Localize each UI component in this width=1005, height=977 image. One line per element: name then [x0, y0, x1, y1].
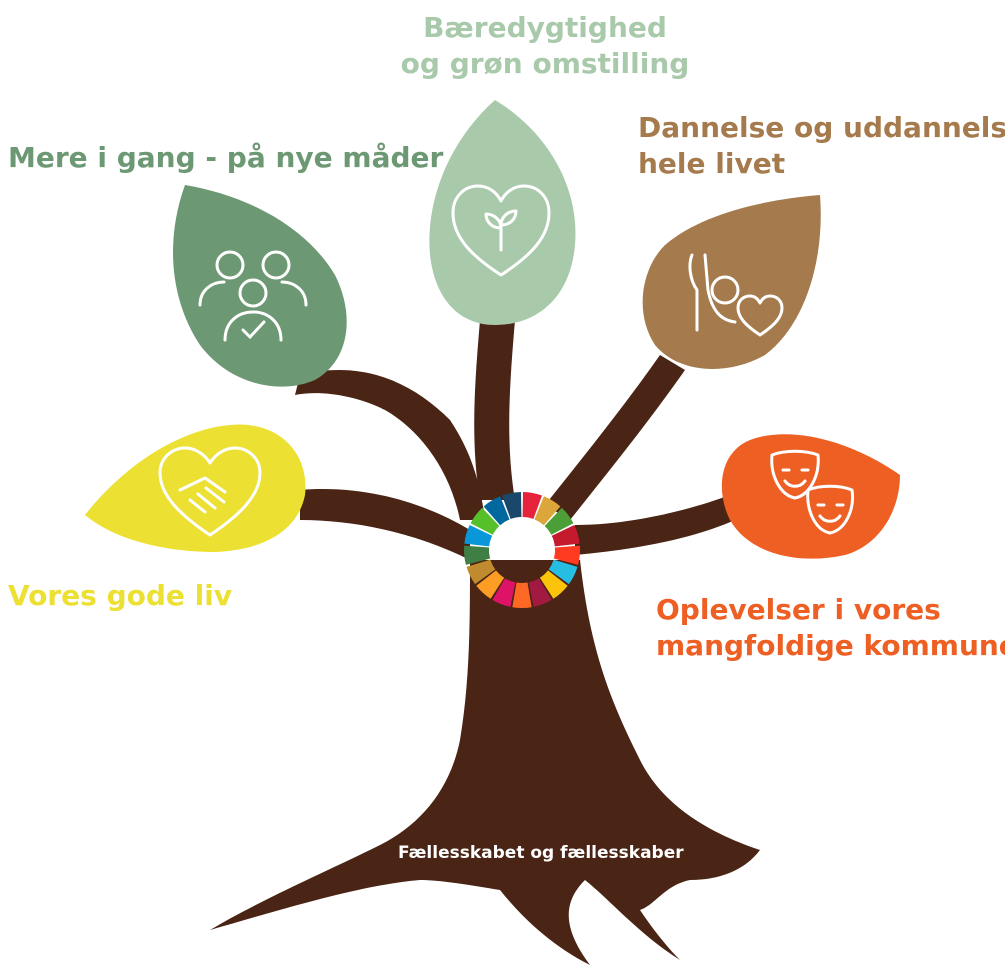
leaf-right-shape — [721, 434, 900, 559]
label-oplevelser: Oplevelser i vores mangfoldige kommune — [656, 592, 1005, 664]
sdg-segment — [512, 582, 532, 608]
leaf-right — [721, 434, 900, 559]
label-right-line1: Oplevelser i vores — [656, 593, 941, 626]
leaf-top-right — [642, 195, 821, 369]
tree-trunk — [210, 320, 760, 965]
label-left-line1: Vores gode liv — [8, 579, 233, 612]
leaf-top-right-shape — [642, 195, 821, 369]
label-vores-gode-liv: Vores gode liv — [8, 578, 232, 614]
label-mere-i-gang: Mere i gang - på nye måder — [8, 140, 443, 176]
branch-top — [474, 320, 515, 500]
trunk-body — [210, 560, 760, 965]
sdg-segment — [464, 525, 493, 547]
sdg-segment — [470, 507, 500, 535]
sdg-segment — [553, 545, 581, 565]
theater-masks-icon — [770, 449, 855, 535]
sdg-segment — [534, 496, 561, 526]
heart-sprout-icon — [451, 184, 551, 277]
sdg-segment — [492, 578, 516, 607]
leaf-top — [429, 100, 576, 325]
sdg-segment — [466, 559, 496, 585]
label-baeredygtighed: Bæredygtighed og grøn omstilling — [400, 10, 690, 82]
raised-hand-person-heart-icon — [688, 253, 784, 337]
label-top-right-line2: hele livet — [638, 147, 786, 180]
leaf-top-left-shape — [173, 185, 347, 387]
sdg-segment — [476, 570, 505, 599]
leaf-top-shape — [429, 100, 576, 325]
label-dannelse: Dannelse og uddannelse hele livet — [638, 110, 1005, 182]
label-top-line2: og grøn omstilling — [400, 47, 690, 80]
people-group-check-icon — [198, 250, 308, 342]
sdg-segment — [544, 507, 574, 535]
branch-top-left — [295, 370, 485, 520]
label-top-line1: Bæredygtighed — [423, 11, 667, 44]
sdg-segment — [501, 492, 522, 520]
branch-top-right — [545, 355, 685, 520]
handshake-heart-icon — [158, 446, 262, 537]
branch-left — [300, 489, 470, 560]
sdg-segment — [539, 570, 568, 599]
leaf-left — [85, 424, 306, 552]
label-top-right-line1: Dannelse og uddannelse — [638, 111, 1005, 144]
leaf-left-shape — [85, 424, 306, 552]
sdg-segment — [483, 496, 510, 526]
sdg-segment — [548, 559, 578, 585]
sdg-wheel-icon — [464, 492, 581, 608]
sdg-segment — [528, 578, 552, 607]
label-top-left-line1: Mere i gang - på nye måder — [8, 141, 444, 174]
branch-right — [575, 495, 735, 555]
leaf-top-left — [173, 185, 347, 387]
sdg-segment — [464, 545, 491, 565]
label-right-line2: mangfoldige kommune — [656, 629, 1005, 662]
sdg-segment — [522, 492, 543, 520]
root-label: Fællesskabet og fællesskaber — [398, 843, 684, 863]
sdg-segment — [551, 525, 580, 547]
